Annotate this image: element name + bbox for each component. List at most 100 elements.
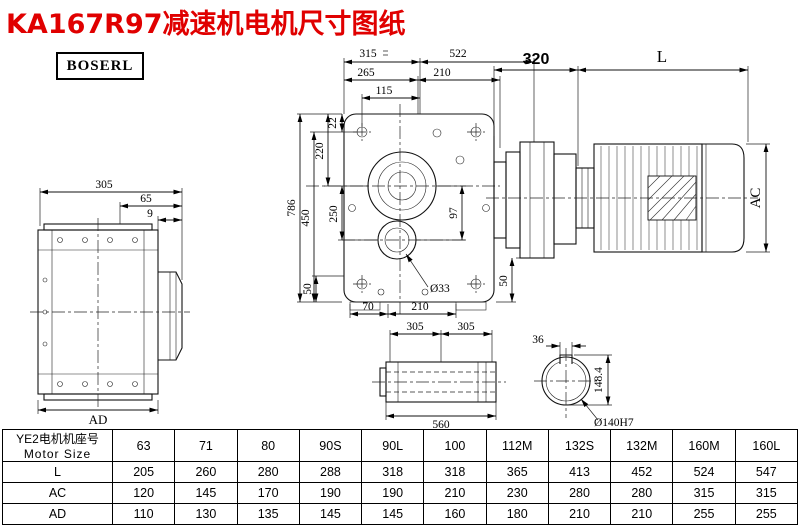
motor-size-header-cn: YE2电机机座号 bbox=[16, 432, 99, 446]
cell-value: 255 bbox=[734, 503, 799, 525]
dim-210-top: 210 bbox=[418, 67, 501, 148]
column-header: 132M bbox=[610, 429, 674, 462]
dim-115: 115 bbox=[361, 85, 420, 126]
dim-AD: AD bbox=[37, 400, 159, 427]
column-header: 80 bbox=[236, 429, 300, 462]
dim-L: L bbox=[578, 47, 749, 142]
cell-value: 190 bbox=[298, 482, 363, 504]
cell-value: 288 bbox=[298, 461, 363, 483]
centerlines bbox=[30, 218, 190, 408]
dim-50-bottom-label: 50 bbox=[302, 283, 314, 295]
cell-value: 315 bbox=[672, 482, 736, 504]
cell-value: 180 bbox=[485, 503, 549, 525]
dim-250: 250 bbox=[328, 186, 378, 241]
column-header: 63 bbox=[111, 429, 176, 462]
dim-220: 220 bbox=[314, 114, 368, 187]
dim-115-label: 115 bbox=[376, 85, 393, 97]
side-flange bbox=[158, 271, 183, 361]
dim-305b-label: 305 bbox=[457, 321, 475, 333]
dim-50-bottom: 50 bbox=[302, 275, 344, 302]
page-title: KA167R97减速机电机尺寸图纸 bbox=[6, 9, 406, 40]
bore-hidden-lines bbox=[386, 371, 496, 393]
dim-305a: 305 bbox=[389, 321, 442, 362]
dim-220-label: 220 bbox=[314, 142, 326, 160]
brand-logo: BOSERL bbox=[56, 52, 144, 80]
cell-value: 318 bbox=[361, 461, 425, 483]
cell-value: 280 bbox=[236, 461, 300, 483]
row-label: AC bbox=[2, 482, 113, 504]
fan-cover bbox=[701, 143, 745, 253]
motor-view: 320 L AC bbox=[486, 47, 770, 259]
front-view: 315 522 265 210 115 786 bbox=[286, 48, 535, 318]
cell-value: 524 bbox=[672, 461, 736, 483]
dim-320: 320 bbox=[493, 51, 579, 166]
cell-value: 280 bbox=[610, 482, 674, 504]
dim-97-label: 97 bbox=[448, 207, 460, 219]
dim-250-label: 250 bbox=[328, 205, 340, 223]
cell-value: 315 bbox=[734, 482, 799, 504]
adapter-plate bbox=[493, 161, 507, 239]
dim-560: 560 bbox=[385, 402, 497, 430]
cell-value: 365 bbox=[485, 461, 549, 483]
column-header: 132S bbox=[547, 429, 612, 462]
dim-450: 450 bbox=[300, 131, 356, 302]
dim-50-right: 50 bbox=[496, 257, 520, 303]
dim-210-bottom: 210 bbox=[388, 301, 457, 318]
dim-L-label: L bbox=[657, 47, 667, 66]
column-header: 90S bbox=[298, 429, 363, 462]
mounting-holes bbox=[348, 123, 490, 296]
column-header: 160L bbox=[734, 429, 799, 462]
cell-value: 190 bbox=[361, 482, 425, 504]
row-label: L bbox=[2, 461, 113, 483]
dim-50-right-label: 50 bbox=[498, 275, 510, 287]
end-centerlines bbox=[534, 348, 600, 418]
dim-305a-label: 305 bbox=[406, 321, 424, 333]
cell-value: 110 bbox=[111, 503, 176, 525]
cell-value: 210 bbox=[610, 503, 674, 525]
dim-522: 522 bbox=[420, 48, 535, 142]
dim-560-label: 560 bbox=[432, 419, 450, 430]
input-flange bbox=[519, 141, 555, 259]
motor-size-header-en: Motor Size bbox=[23, 447, 92, 461]
dim-305b: 305 bbox=[441, 321, 493, 362]
dim-305-label: 305 bbox=[95, 179, 113, 191]
dim-36: 36 bbox=[532, 334, 586, 355]
dim-22: 22 bbox=[327, 114, 345, 132]
dim-450-label: 450 bbox=[300, 209, 312, 227]
dim-AC: AC bbox=[746, 143, 770, 253]
dim-33: Ø33 bbox=[405, 253, 450, 295]
cell-value: 210 bbox=[423, 482, 487, 504]
dim-9-label: 9 bbox=[147, 208, 153, 220]
cell-value: 210 bbox=[547, 503, 612, 525]
cell-value: 160 bbox=[423, 503, 487, 525]
dim-265-label: 265 bbox=[357, 67, 375, 79]
cell-value: 280 bbox=[547, 482, 612, 504]
dim-70: 70 bbox=[349, 301, 389, 318]
cell-value: 255 bbox=[672, 503, 736, 525]
dim-9: 9 bbox=[147, 208, 182, 230]
cell-value: 145 bbox=[298, 503, 363, 525]
dim-97: 97 bbox=[416, 185, 466, 241]
dim-315-label: 315 bbox=[359, 48, 377, 60]
cell-value: 452 bbox=[610, 461, 674, 483]
cell-value: 170 bbox=[236, 482, 300, 504]
technical-drawing-canvas: 305 65 9 AD bbox=[30, 47, 770, 430]
column-header: 160M bbox=[672, 429, 736, 462]
dim-522-label: 522 bbox=[449, 48, 467, 60]
cell-value: 205 bbox=[111, 461, 176, 483]
dim-65-label: 65 bbox=[140, 193, 152, 205]
dim-AD-label: AD bbox=[89, 412, 108, 427]
cell-value: 230 bbox=[485, 482, 549, 504]
dim-22-label: 22 bbox=[327, 117, 339, 129]
dim-148-label: 148.4 bbox=[593, 367, 605, 393]
column-header: 112M bbox=[485, 429, 549, 462]
shaft-end-view: 36 148.4 Ø140H7 bbox=[532, 334, 634, 429]
cell-value: 145 bbox=[361, 503, 425, 525]
dim-140: Ø140H7 bbox=[580, 398, 634, 429]
left-side-view: 305 65 9 AD bbox=[30, 179, 190, 427]
